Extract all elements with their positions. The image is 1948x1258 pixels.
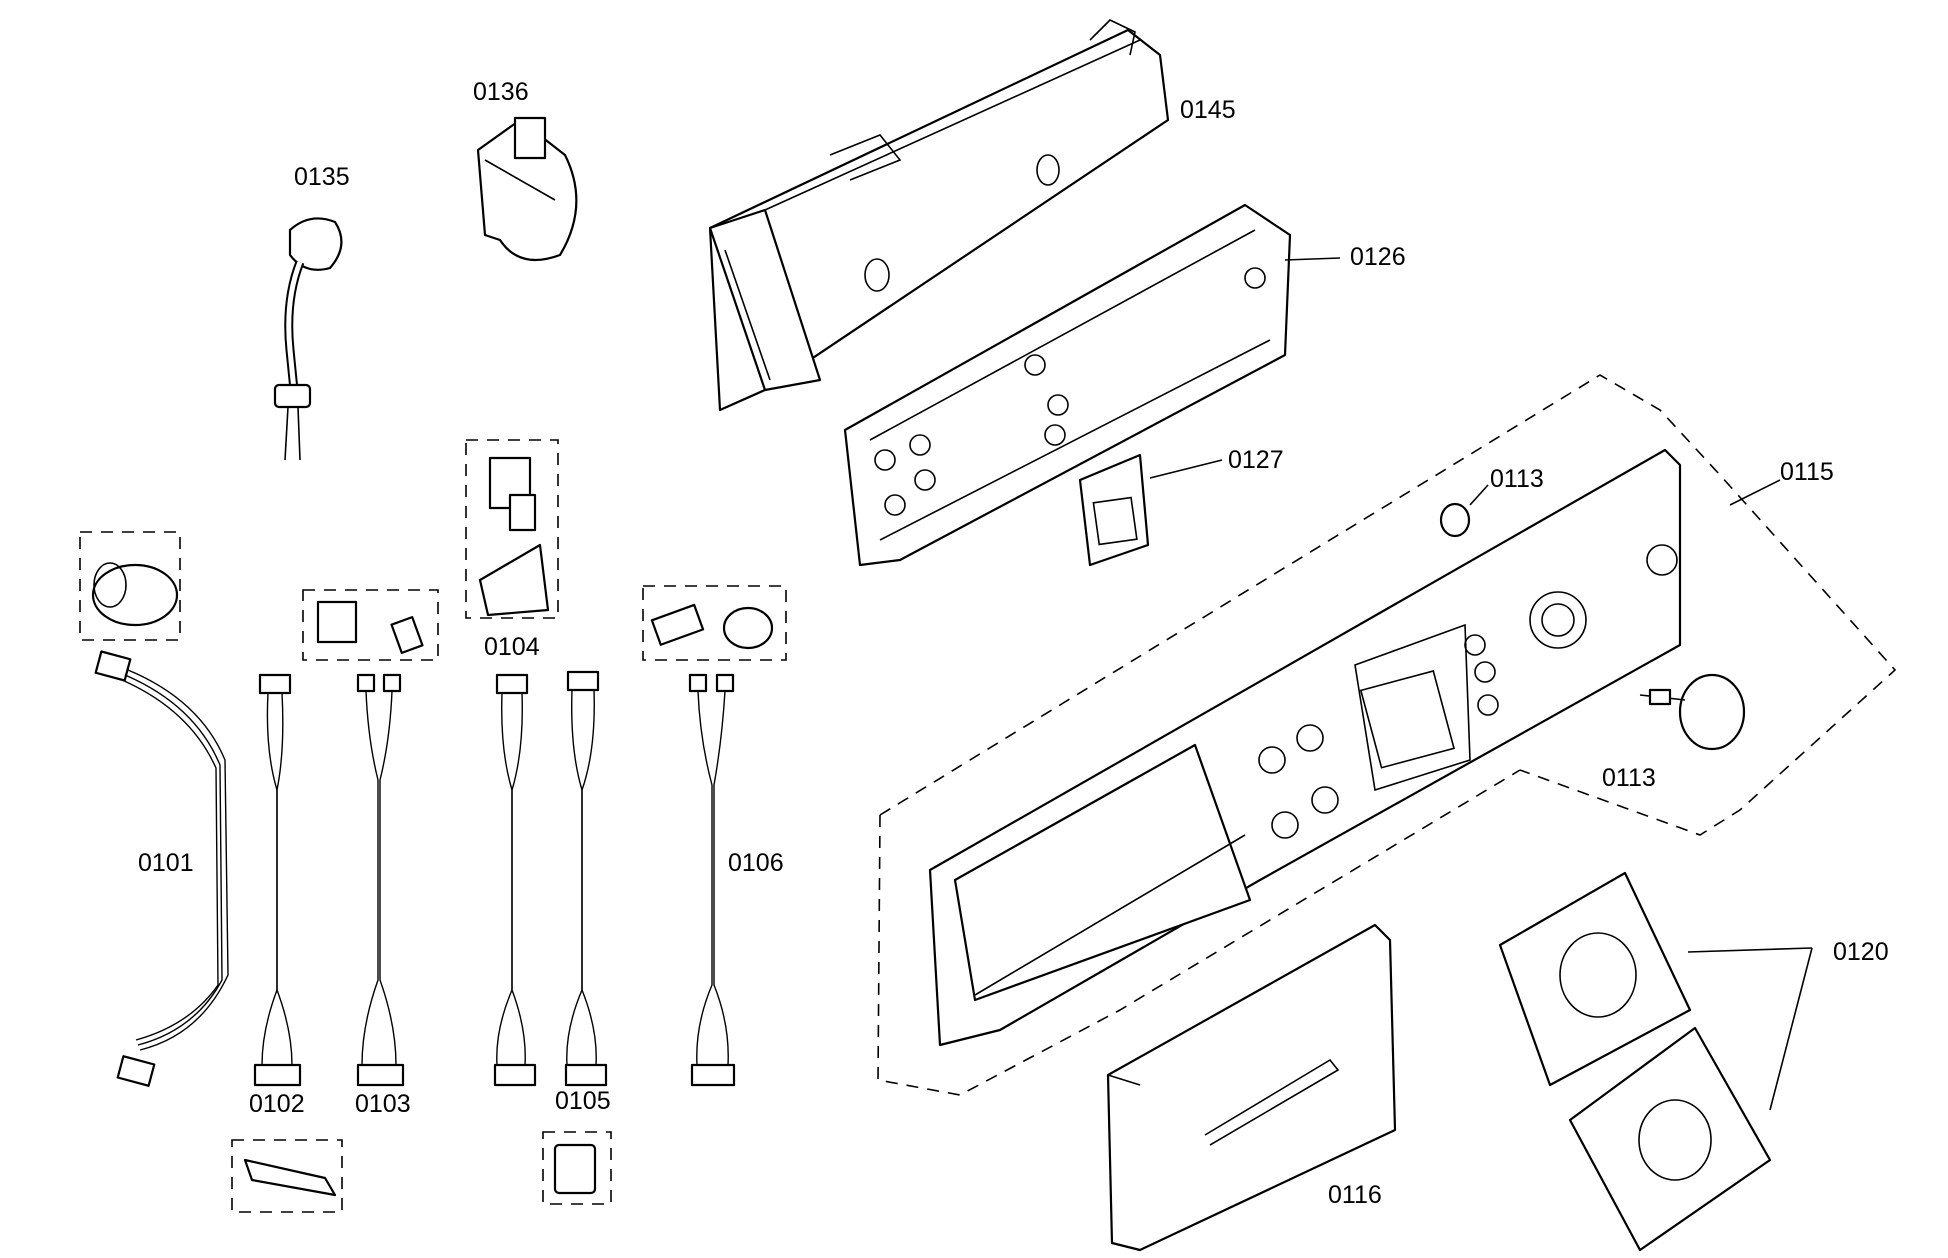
label-0106: 0106 — [728, 849, 784, 877]
label-0103: 0103 — [355, 1090, 411, 1118]
control-panel-0115 — [928, 448, 1682, 1047]
label-0104: 0104 — [484, 633, 540, 661]
label-0115: 0115 — [1780, 458, 1834, 486]
label-0102: 0102 — [249, 1090, 305, 1118]
label-0127: 0127 — [1228, 446, 1284, 474]
wire-harness-0102 — [253, 673, 302, 1087]
label-0113-right: 0113 — [1602, 764, 1656, 792]
wire-harness-under-0104 — [493, 673, 537, 1087]
label-0135: 0135 — [294, 163, 350, 191]
sensor-group — [642, 585, 787, 661]
display-lens-0127 — [1078, 453, 1223, 567]
bracket-group-under-0105 — [542, 1131, 612, 1205]
filter-0136 — [476, 116, 578, 262]
switch-group — [302, 589, 439, 661]
wire-harness-0106 — [688, 673, 736, 1087]
wire-harness-0105 — [564, 670, 608, 1087]
power-cord-0135 — [273, 217, 343, 461]
control-module-housing-0145 — [708, 19, 1170, 412]
pcb-frame-0126 — [843, 203, 1341, 567]
bracket-group-under-0102 — [231, 1139, 343, 1213]
label-0116: 0116 — [1328, 1181, 1382, 1209]
label-0126: 0126 — [1350, 243, 1406, 271]
knob-part-0113-top — [1439, 484, 1489, 538]
label-0101: 0101 — [138, 849, 194, 877]
knob-0113-right — [1639, 673, 1746, 751]
valve-group-0104 — [465, 439, 559, 619]
motor-group — [79, 531, 181, 641]
control-panel-group-0115 — [877, 374, 1897, 1096]
label-0136: 0136 — [473, 78, 529, 106]
trim-plates-0120 — [1498, 871, 1813, 1252]
label-0105: 0105 — [555, 1087, 611, 1115]
label-0120: 0120 — [1833, 938, 1889, 966]
wire-harness-0103 — [356, 673, 405, 1087]
label-0145: 0145 — [1180, 96, 1236, 124]
wire-harness-0101 — [94, 650, 229, 1087]
label-0113-top: 0113 — [1490, 465, 1544, 493]
dispenser-drawer-0116 — [1106, 923, 1397, 1252]
